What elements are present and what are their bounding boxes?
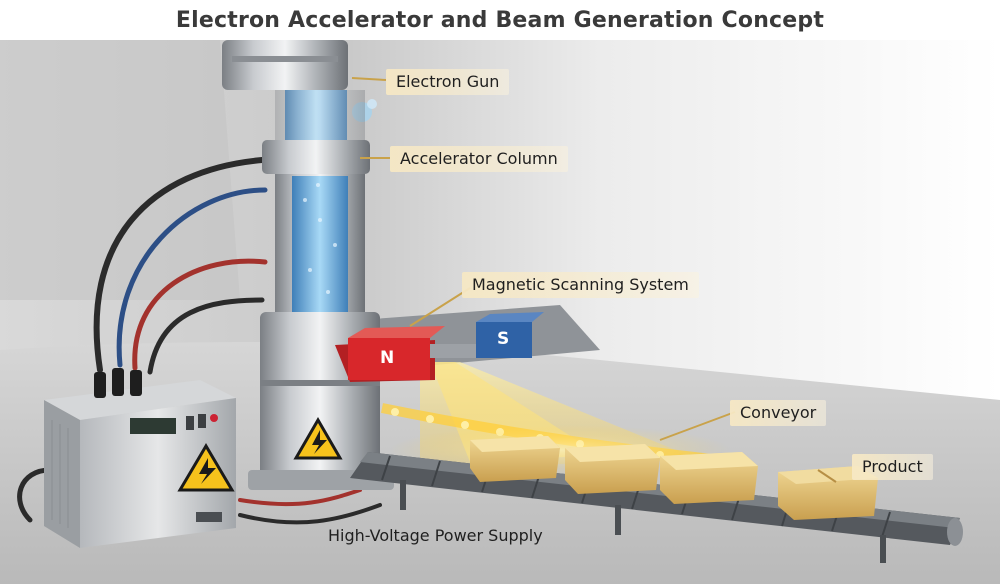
product-box-2 (565, 444, 660, 494)
diagram-title: Electron Accelerator and Beam Generation… (0, 8, 1000, 33)
electron-gun-housing (222, 40, 348, 90)
label-power-supply: High-Voltage Power Supply (318, 523, 553, 549)
psu-display (130, 418, 176, 434)
magnet-south-label: S (497, 329, 509, 349)
accelerator-tube (292, 176, 348, 314)
magnet-north-label: N (380, 348, 394, 368)
label-conveyor: Conveyor (730, 400, 826, 426)
psu-connectors (94, 368, 142, 398)
label-product: Product (852, 454, 933, 480)
label-accelerator-column: Accelerator Column (390, 146, 568, 172)
product-box-1 (470, 436, 560, 482)
product-box-3 (660, 452, 758, 504)
accelerator-collar (262, 140, 370, 174)
label-magnetic-scanning-system: Magnetic Scanning System (462, 272, 699, 298)
label-electron-gun: Electron Gun (386, 69, 509, 95)
